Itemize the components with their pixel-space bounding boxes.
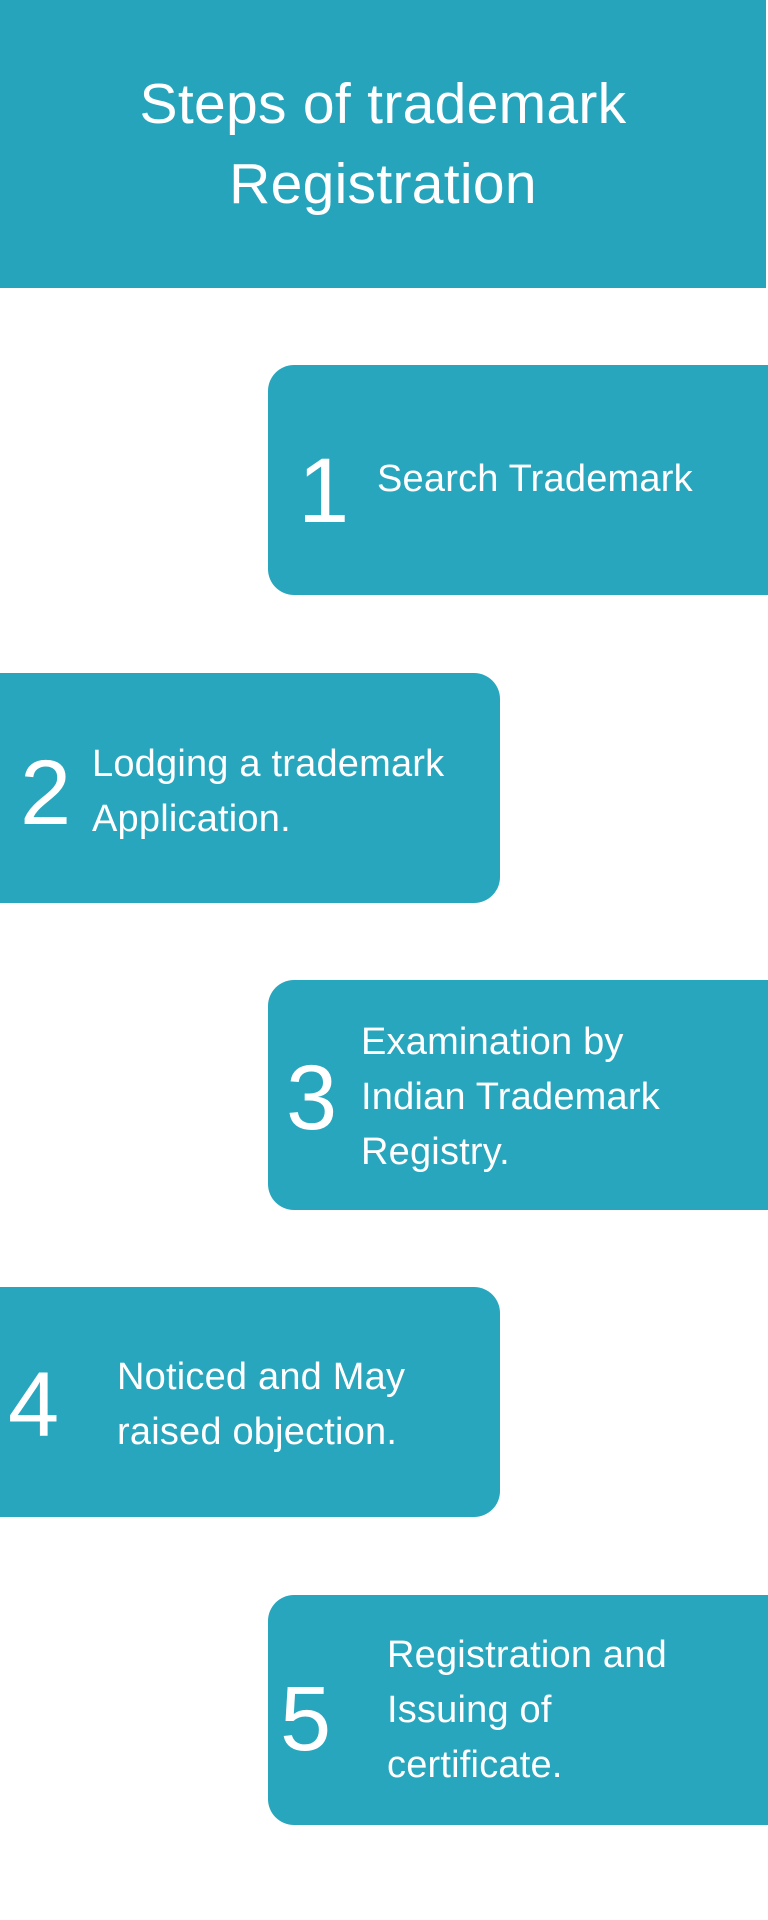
step-description: Registration and Issuing of certificate.: [387, 1628, 667, 1793]
step-text-line: raised objection.: [117, 1411, 398, 1453]
step-text-line: certificate.: [387, 1744, 563, 1786]
step-number: 5: [280, 1668, 332, 1770]
title-line-2: Registration: [229, 152, 537, 216]
step-description: Noticed and May raised objection.: [117, 1350, 405, 1460]
step-description: Search Trademark: [377, 452, 693, 507]
step-text-line: Issuing of: [387, 1689, 552, 1731]
step-text-line: Examination by: [361, 1021, 624, 1063]
step-number: 2: [20, 742, 72, 844]
step-card-2: 2 Lodging a trademark Application.: [0, 673, 500, 903]
step-card-5: 5 Registration and Issuing of certificat…: [268, 1595, 768, 1825]
step-description: Examination by Indian Trademark Registry…: [361, 1015, 660, 1180]
step-number: 1: [298, 440, 350, 542]
step-text-line: Lodging a trademark: [92, 743, 445, 785]
step-text-line: Indian Trademark: [361, 1076, 660, 1118]
step-number: 3: [286, 1047, 338, 1149]
step-description: Lodging a trademark Application.: [92, 737, 444, 847]
step-text-line: Registry.: [361, 1131, 510, 1173]
step-text-line: Search Trademark: [377, 458, 693, 500]
title-line-1: Steps of trademark: [139, 72, 627, 136]
step-text-line: Registration and: [387, 1634, 667, 1676]
page-title: Steps of trademark Registration: [140, 64, 627, 224]
step-card-1: 1 Search Trademark: [268, 365, 768, 595]
step-text-line: Noticed and May: [117, 1356, 406, 1398]
step-text-line: Application.: [92, 798, 291, 840]
step-card-4: 4 Noticed and May raised objection.: [0, 1287, 500, 1517]
step-card-3: 3 Examination by Indian Trademark Regist…: [268, 980, 768, 1210]
header-banner: Steps of trademark Registration: [0, 0, 766, 288]
step-number: 4: [8, 1354, 60, 1456]
